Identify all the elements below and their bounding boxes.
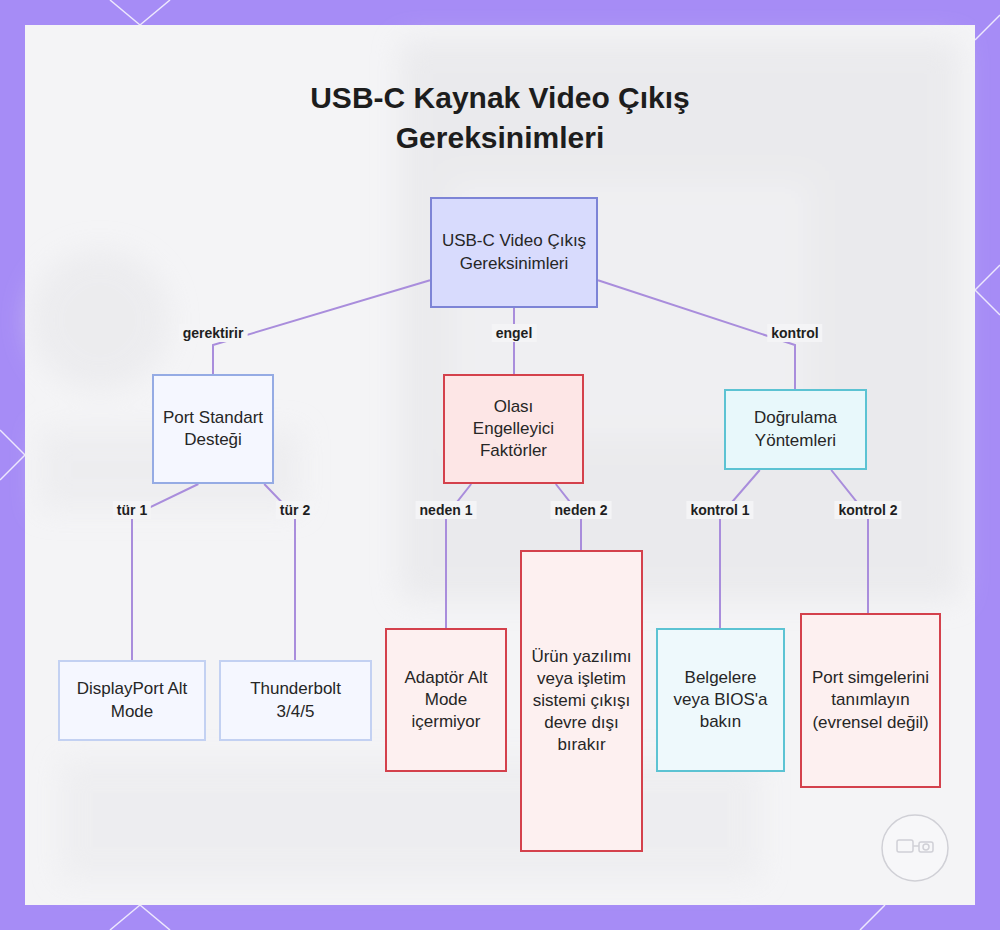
edge-label: kontrol (767, 324, 822, 342)
node-label: Thunderbolt 3/4/5 (229, 678, 362, 722)
icon-circle (882, 815, 948, 881)
blurred-photo (30, 40, 960, 880)
blur-shape (30, 250, 170, 390)
leaf-box: DisplayPort Alt Mode (58, 660, 206, 741)
deco-line (0, 430, 25, 455)
deco-line (140, 0, 170, 25)
edge-label: kontrol 2 (834, 501, 901, 519)
edge-label: tür 2 (276, 501, 314, 519)
leaf-box: Ürün yazılımı veya işletim sistemi çıkış… (520, 550, 643, 852)
root-box: USB-C Video Çıkış Gereksinimleri (430, 197, 598, 308)
deco-line (975, 265, 1000, 290)
node-label: DisplayPort Alt Mode (68, 678, 196, 722)
edge-label: tür 1 (113, 501, 151, 519)
node-label: Adaptör Alt Mode içermiyor (395, 667, 497, 733)
leaf-box: Belgelere veya BIOS'a bakın (656, 628, 785, 772)
node-label: USB-C Video Çıkış Gereksinimleri (440, 230, 588, 274)
deco-line (110, 0, 140, 25)
node-label: Belgelere veya BIOS'a bakın (666, 667, 775, 733)
node-label: Port simgelerini tanımlayın (evrensel de… (810, 667, 931, 733)
panel (25, 25, 975, 905)
icon-shape (923, 844, 929, 850)
node-label: Port Standart Desteği (162, 407, 264, 451)
connector (598, 280, 795, 389)
diagram-title: USB-C Kaynak Video Çıkış Gereksinimleri (270, 78, 730, 158)
leaf-box: Port simgelerini tanımlayın (evrensel de… (800, 613, 941, 788)
edge-label: engel (492, 324, 537, 342)
edge-label: kontrol 1 (686, 501, 753, 519)
leaf-box: Adaptör Alt Mode içermiyor (385, 628, 507, 772)
node-label: Ürün yazılımı veya işletim sistemi çıkış… (530, 646, 633, 756)
deco-line (110, 905, 140, 930)
edge-label: neden 2 (551, 501, 612, 519)
deco-line (0, 455, 25, 480)
category-box: Port Standart Desteği (152, 374, 274, 484)
deco-line (140, 905, 170, 930)
icon-shape (913, 845, 919, 847)
icon-shape (919, 842, 933, 852)
deco-line (975, 15, 1000, 40)
connector (720, 470, 760, 628)
node-label: Doğrulama Yöntemleri (734, 407, 857, 451)
blur-shape (60, 760, 760, 880)
icon-shape (897, 840, 913, 852)
connector (831, 470, 868, 613)
deco-line (975, 290, 1000, 315)
category-box: Olası Engelleyici Faktörler (443, 374, 584, 484)
category-box: Doğrulama Yöntemleri (724, 389, 867, 470)
logo-icon (882, 815, 948, 881)
node-label: Olası Engelleyici Faktörler (453, 396, 574, 462)
edge-label: gerektirir (179, 324, 248, 342)
deco-line (860, 905, 885, 930)
edge-label: neden 1 (416, 501, 477, 519)
leaf-box: Thunderbolt 3/4/5 (219, 660, 372, 741)
